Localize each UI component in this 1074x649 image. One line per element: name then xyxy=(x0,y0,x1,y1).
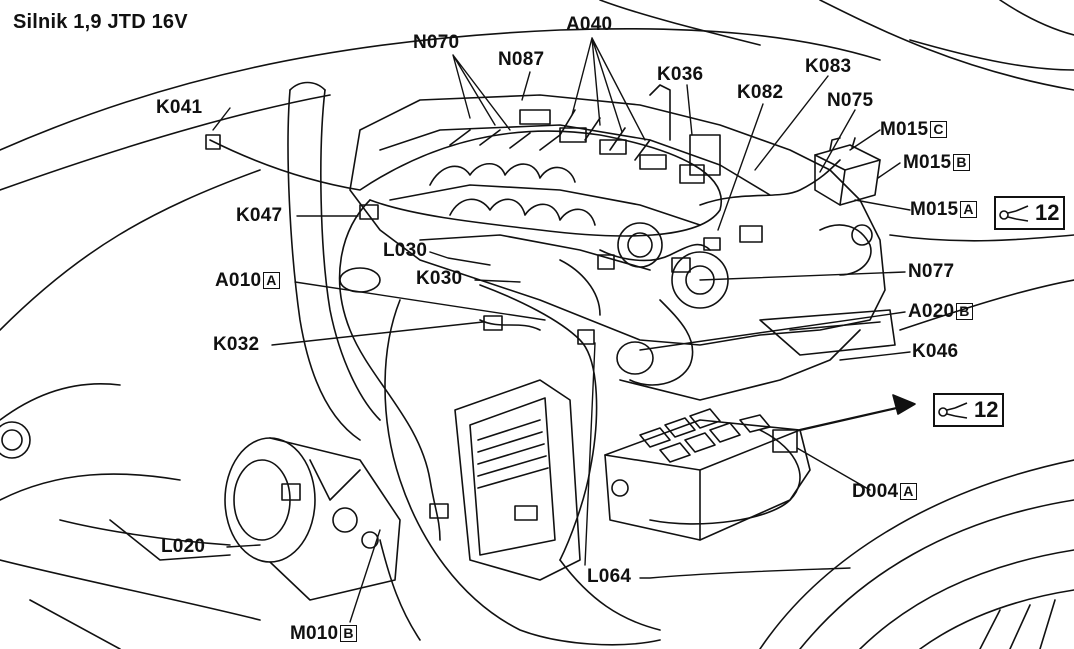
intake-pipe xyxy=(287,81,381,441)
connector-tag-M010: B xyxy=(340,625,357,642)
label-M015-B-code: M015 xyxy=(903,152,952,173)
connector-tag-D004: A xyxy=(900,483,917,500)
label-M015-A-code: M015 xyxy=(910,199,959,220)
engine-block xyxy=(379,299,896,646)
label-N075: N075 xyxy=(827,90,874,111)
label-M015-C-code: M015 xyxy=(880,119,929,140)
connector-tag-A: A xyxy=(960,201,977,218)
label-K046: K046 xyxy=(912,341,959,362)
connector-tag-A020: B xyxy=(956,303,973,320)
label-K036: K036 xyxy=(657,64,704,85)
label-A010-code: A010 xyxy=(215,270,262,291)
label-K032: K032 xyxy=(213,334,260,355)
injector-rail xyxy=(449,84,721,184)
ground-connector-icon xyxy=(938,402,968,419)
diagram-title: Silnik 1,9 JTD 16V xyxy=(13,11,188,33)
label-L064: L064 xyxy=(587,566,632,587)
relay-box xyxy=(604,408,811,541)
ground-connector-icon xyxy=(999,205,1029,222)
label-N070: N070 xyxy=(413,32,460,53)
label-A020-code: A020 xyxy=(908,301,955,322)
ground-ref-lower-number: 12 xyxy=(974,397,999,422)
wiring-harness xyxy=(205,130,841,561)
ground-ref-upper: 12 xyxy=(994,196,1066,230)
cylinder-head xyxy=(349,94,886,346)
label-L030: L030 xyxy=(383,240,428,261)
label-L020: L020 xyxy=(161,536,206,557)
label-K083: K083 xyxy=(805,56,852,77)
label-N077: N077 xyxy=(908,261,955,282)
ground-ref-upper-number: 12 xyxy=(1035,200,1060,225)
label-D004-code: D004 xyxy=(852,481,899,502)
ground-arrow xyxy=(798,394,916,432)
ground-ref-lower: 12 xyxy=(933,393,1005,427)
label-K041: K041 xyxy=(156,97,203,118)
ac-compressor xyxy=(224,437,449,601)
leader-lines xyxy=(212,37,911,623)
m015-connector-pack xyxy=(814,137,881,206)
label-K047: K047 xyxy=(236,205,283,226)
ecu-unit xyxy=(454,379,581,581)
label-A040: A040 xyxy=(566,14,613,35)
label-M010-code: M010 xyxy=(290,623,339,644)
connector-tag-C: C xyxy=(930,121,947,138)
label-K082: K082 xyxy=(737,82,784,103)
label-N087: N087 xyxy=(498,49,545,70)
label-K030: K030 xyxy=(416,268,463,289)
connector-tag-B: B xyxy=(953,154,970,171)
turbo-intake xyxy=(559,222,873,386)
connector-tag-A010: A xyxy=(263,272,280,289)
